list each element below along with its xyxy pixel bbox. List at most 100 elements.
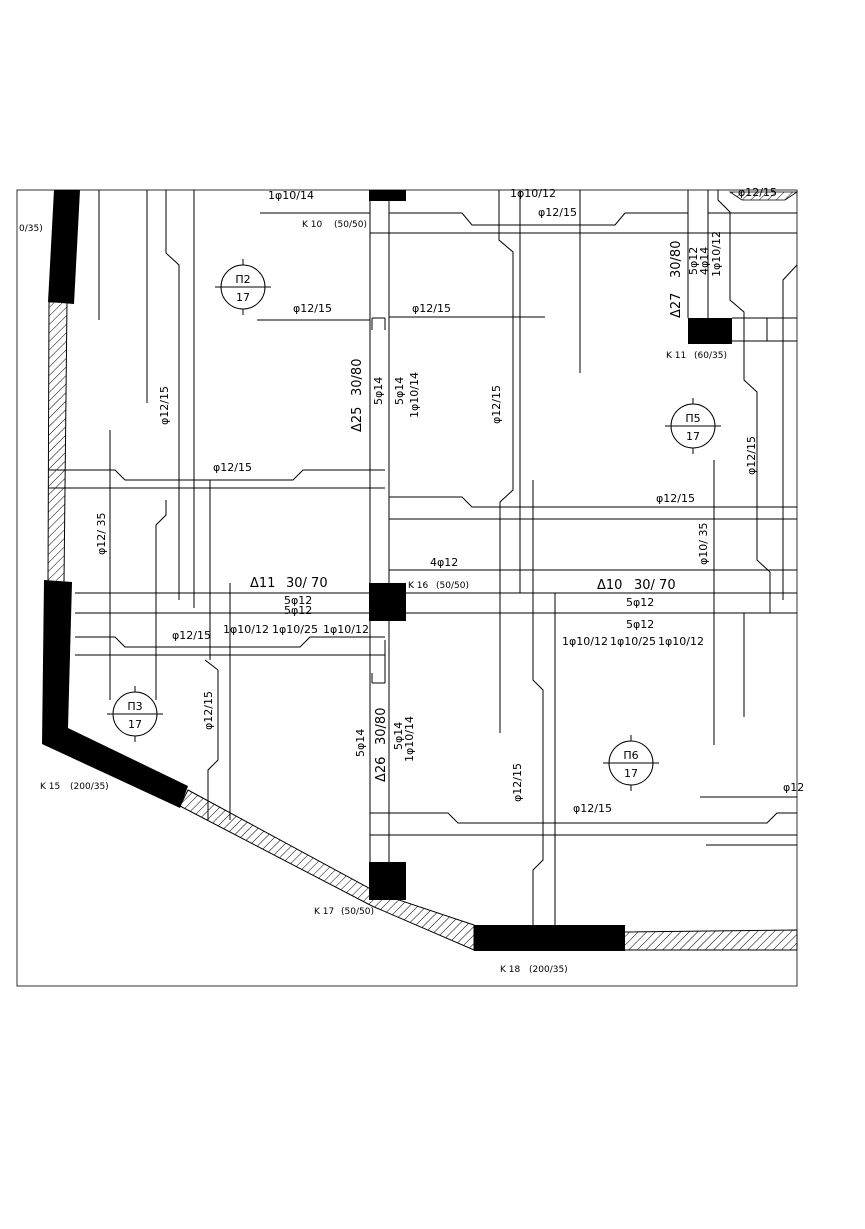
wall-top-right-hatch <box>728 191 799 201</box>
slab-marker-p5: П5 17 <box>665 398 721 454</box>
svg-text:(200/35): (200/35) <box>529 965 568 975</box>
svg-text:K 17: K 17 <box>314 907 334 917</box>
svg-text:30/ 70: 30/ 70 <box>286 576 328 591</box>
slab-marker-p6: П6 17 <box>603 735 659 791</box>
slab-p5-name: П5 <box>685 412 700 425</box>
svg-text:1φ10/12: 1φ10/12 <box>658 635 704 648</box>
svg-text:K 15: K 15 <box>40 782 60 792</box>
slab-p3-thickness: 17 <box>128 718 142 731</box>
svg-text:1φ10/12: 1φ10/12 <box>562 635 608 648</box>
svg-text:(200/35): (200/35) <box>70 782 109 792</box>
column-k18 <box>474 925 625 951</box>
svg-text:1φ10/14: 1φ10/14 <box>408 372 421 418</box>
slab-marker-p2: П2 17 <box>215 259 271 315</box>
svg-text:1φ10/14: 1φ10/14 <box>268 189 314 202</box>
slab-p2-thickness: 17 <box>236 291 250 304</box>
slab-rebar-vertical <box>98 190 798 925</box>
label-beam-d11: Δ11 30/ 70 <box>250 576 328 591</box>
svg-text:φ12/15: φ12/15 <box>738 186 777 199</box>
svg-text:30/80: 30/80 <box>669 241 684 278</box>
svg-text:φ12/15: φ12/15 <box>511 763 524 802</box>
drawing-frame <box>16 189 798 987</box>
svg-text:K 10: K 10 <box>302 220 322 230</box>
column-k15 <box>42 580 188 808</box>
svg-text:1φ10/12: 1φ10/12 <box>710 231 723 277</box>
beam-d25-d26-lines <box>369 200 390 865</box>
label-beam-d27: Δ27 30/80 <box>669 241 684 318</box>
svg-text:5φ14: 5φ14 <box>392 722 405 750</box>
svg-text:5φ12: 5φ12 <box>626 618 654 631</box>
svg-text:30/ 70: 30/ 70 <box>634 578 676 593</box>
svg-text:5φ14: 5φ14 <box>372 377 385 405</box>
label-partial-column-left: 0/35) <box>19 224 43 234</box>
svg-text:5φ14: 5φ14 <box>393 377 406 405</box>
column-k16 <box>369 583 406 621</box>
label-beam-d25: Δ25 30/80 <box>350 359 365 432</box>
svg-text:(50/50): (50/50) <box>334 220 367 230</box>
wall-left-hatch <box>47 301 68 583</box>
svg-text:4φ14: 4φ14 <box>698 247 711 275</box>
svg-text:5φ12: 5φ12 <box>284 604 312 617</box>
svg-text:K 11: K 11 <box>666 351 686 361</box>
label-beam-d10: Δ10 30/ 70 <box>597 578 676 593</box>
beam-d27-lines <box>687 190 709 318</box>
svg-text:Δ11: Δ11 <box>250 576 275 591</box>
label-k17: K 17 (50/50) <box>314 907 374 917</box>
slab-marker-p3: П3 17 <box>107 686 163 742</box>
svg-text:Δ27: Δ27 <box>669 293 684 318</box>
svg-text:φ10/ 35: φ10/ 35 <box>697 523 710 565</box>
label-k18: K 18 (200/35) <box>500 965 568 975</box>
svg-text:5φ12: 5φ12 <box>687 247 700 275</box>
svg-text:30/80: 30/80 <box>350 359 365 396</box>
svg-text:4φ12: 4φ12 <box>430 556 458 569</box>
svg-text:φ12/15: φ12/15 <box>573 802 612 815</box>
svg-text:(60/35): (60/35) <box>694 351 727 361</box>
label-beam-d26: Δ26 30/80 <box>374 708 389 782</box>
wall-diag-hatch <box>179 789 475 951</box>
svg-text:φ12/15: φ12/15 <box>656 492 695 505</box>
svg-text:Δ26: Δ26 <box>374 757 389 782</box>
rebar-labels-vertical: φ12/15 φ12/ 35 φ12/15 5φ14 5φ14 1φ10/14 … <box>95 231 758 802</box>
svg-text:φ12/15: φ12/15 <box>490 385 503 424</box>
svg-text:1φ10/12: 1φ10/12 <box>323 623 369 636</box>
svg-text:φ12/15: φ12/15 <box>745 436 758 475</box>
svg-text:(50/50): (50/50) <box>436 581 469 591</box>
wall-bottom-right-hatch <box>623 929 798 951</box>
svg-text:φ12/15: φ12/15 <box>202 691 215 730</box>
column-k17 <box>369 862 406 900</box>
svg-text:φ12/15: φ12/15 <box>412 302 451 315</box>
slab-p3-name: П3 <box>127 700 142 713</box>
svg-text:φ12/15: φ12/15 <box>293 302 332 315</box>
rebar-labels-horizontal: 1φ10/14 1φ10/12 φ12/15 φ12/15 φ12/15 φ12… <box>172 186 804 815</box>
svg-text:1φ10/25: 1φ10/25 <box>610 635 656 648</box>
svg-text:K 16: K 16 <box>408 581 428 591</box>
svg-text:φ12/15: φ12/15 <box>213 461 252 474</box>
svg-text:φ12/15: φ12/15 <box>538 206 577 219</box>
svg-text:5φ14: 5φ14 <box>354 729 367 757</box>
beam-d11-d10-lines <box>75 569 797 614</box>
slab-p6-thickness: 17 <box>624 767 638 780</box>
svg-text:φ12: φ12 <box>783 781 804 794</box>
column-top-left-wall <box>48 190 80 304</box>
svg-text:φ12/ 35: φ12/ 35 <box>95 513 108 555</box>
svg-text:Δ25: Δ25 <box>350 407 365 432</box>
label-k11: K 11 (60/35) <box>666 351 727 361</box>
svg-text:K 18: K 18 <box>500 965 520 975</box>
column-k10-top <box>369 190 406 201</box>
beam-top-lines <box>260 212 797 342</box>
svg-text:(50/50): (50/50) <box>341 907 374 917</box>
svg-text:φ12/15: φ12/15 <box>158 386 171 425</box>
svg-text:1φ10/25: 1φ10/25 <box>272 623 318 636</box>
svg-text:1φ10/12: 1φ10/12 <box>223 623 269 636</box>
column-k11 <box>688 318 732 344</box>
label-k10: K 10 (50/50) <box>302 220 367 230</box>
svg-text:Δ10: Δ10 <box>597 578 622 593</box>
svg-text:φ12/15: φ12/15 <box>172 629 211 642</box>
slab-p5-thickness: 17 <box>686 430 700 443</box>
slab-p6-name: П6 <box>623 749 638 762</box>
label-k15: K 15 (200/35) <box>40 782 109 792</box>
svg-text:1φ10/12: 1φ10/12 <box>510 187 556 200</box>
label-k16: K 16 (50/50) <box>408 581 469 591</box>
